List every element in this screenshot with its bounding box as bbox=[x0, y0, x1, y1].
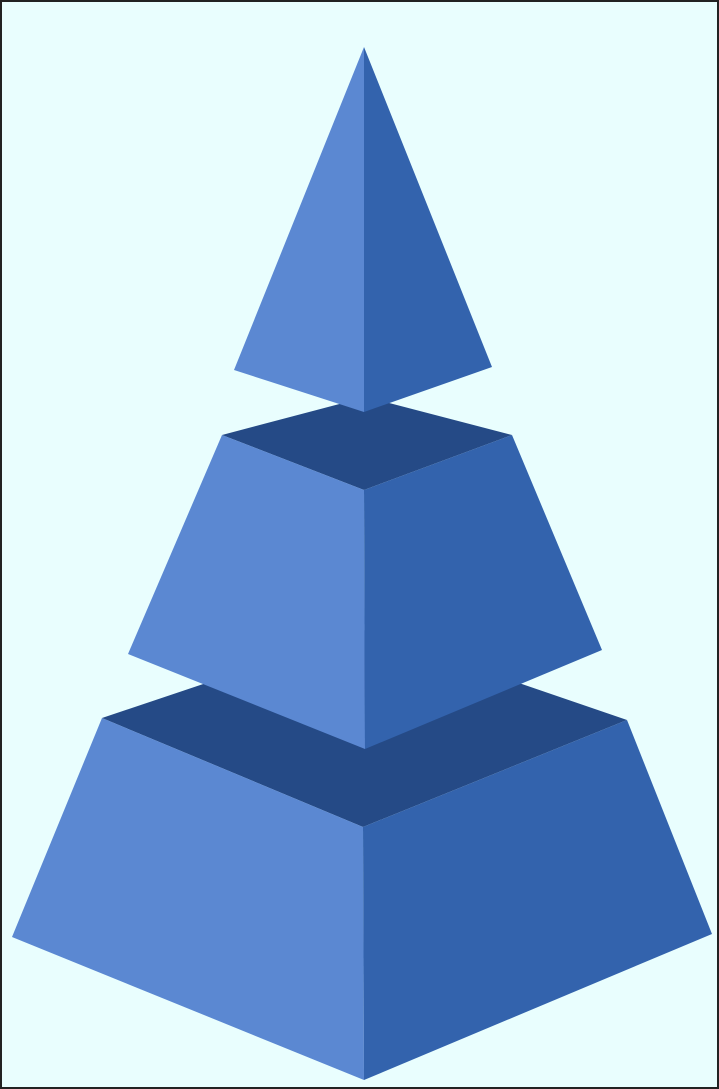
pyramid-diagram bbox=[2, 2, 717, 1087]
diagram-frame bbox=[0, 0, 719, 1089]
